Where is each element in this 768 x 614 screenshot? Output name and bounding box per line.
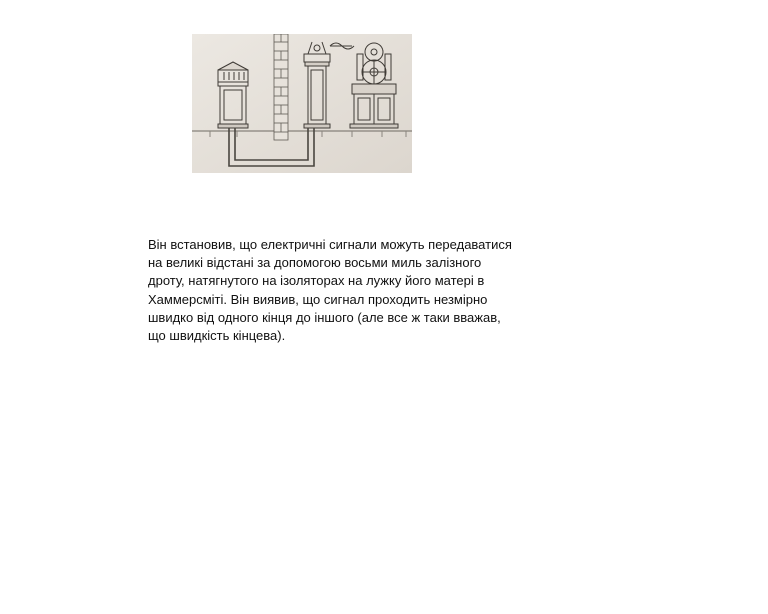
telegraph-illustration — [192, 34, 412, 173]
paragraph-line: Хаммерсміті. Він виявив, що сигнал прохо… — [148, 291, 488, 307]
paragraph-line: Він встановив, що електричні сигнали мож… — [148, 237, 512, 252]
paragraph-line: дроту, натягнутого на ізоляторах на лужк… — [148, 273, 485, 289]
paragraph-text: Він встановив, що електричні сигнали мож… — [148, 236, 548, 345]
paragraph-line: швидко від одного кінця до іншого (але в… — [148, 309, 501, 325]
telegraph-engraving-image — [192, 34, 412, 173]
paragraph-line: що швидкість кінцева). — [148, 328, 286, 344]
paragraph-line: на великі відстані за допомогою восьми м… — [148, 255, 482, 271]
